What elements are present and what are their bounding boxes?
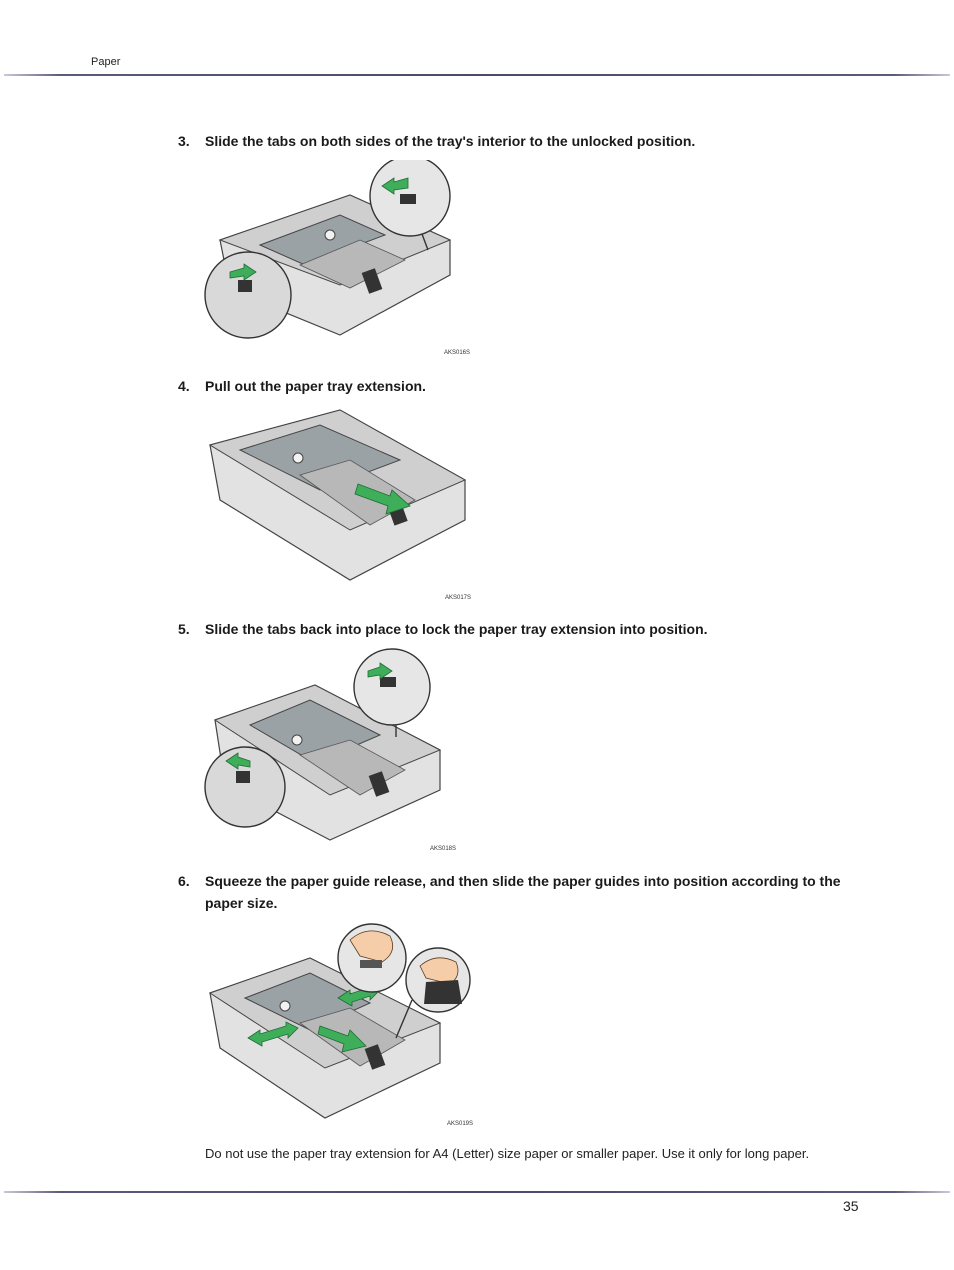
tray-unlock-tabs-illustration: [204, 160, 452, 339]
step-text: Squeeze the paper guide release, and the…: [205, 873, 841, 911]
note-text: Do not use the paper tray extension for …: [205, 1146, 810, 1161]
step-text: Slide the tabs back into place to lock t…: [205, 621, 708, 637]
figure-code: AKS017S: [445, 595, 472, 601]
tray-lock-tabs-illustration: [204, 648, 442, 841]
step-text: Slide the tabs on both sides of the tray…: [205, 133, 696, 149]
step-number: 6.: [178, 873, 190, 889]
figure-code: AKS018S: [430, 846, 457, 852]
footer-rule: [4, 1191, 950, 1193]
step-number: 3.: [178, 133, 190, 149]
tray-pull-extension-illustration: [208, 409, 467, 581]
page-number: 35: [843, 1198, 859, 1214]
step-text: Pull out the paper tray extension.: [205, 378, 426, 394]
header-rule: [4, 74, 950, 76]
figure-code: AKS019S: [447, 1121, 474, 1127]
figure-code: AKS016S: [444, 350, 471, 356]
page-header-label: Paper: [91, 56, 121, 68]
tray-paper-guides-illustration: [208, 923, 471, 1119]
step-number: 4.: [178, 378, 190, 394]
step-number: 5.: [178, 621, 190, 637]
